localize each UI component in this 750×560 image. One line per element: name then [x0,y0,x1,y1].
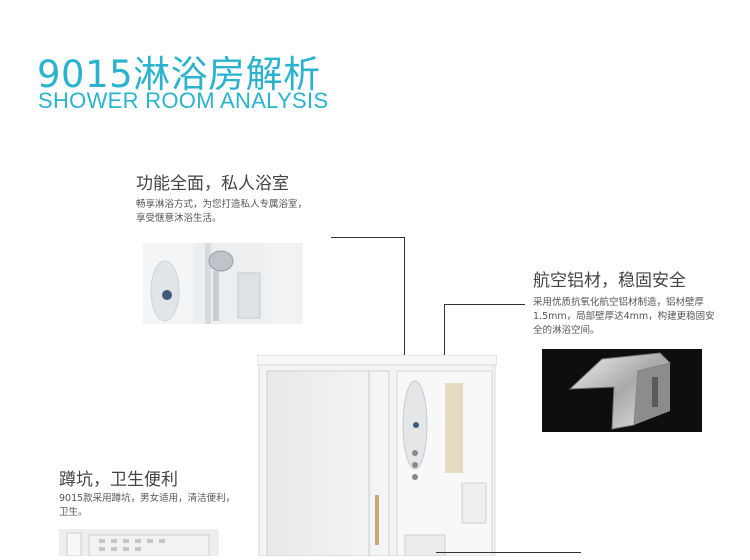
connector-line [444,304,525,305]
desc-line: 采用优质抗氧化航空铝材制造，铝材壁厚 [533,297,705,308]
connector-line [436,552,581,553]
desc-line: 全的淋浴空间。 [533,325,600,336]
feature-title-functions: 功能全面，私人浴室 [136,174,289,194]
shower-room-illustration [256,354,498,557]
feature-desc-functions: 畅享淋浴方式，为您打造私人专属浴室， 享受惬意沐浴生活。 [136,198,346,226]
connector-line [404,237,405,432]
aluminum-profile-illustration [542,349,702,432]
desc-line: 9015款采用蹲坑，男女适用，清洁便利， [59,493,236,504]
connector-line [331,237,405,238]
page-title: 9015淋浴房解析 [37,53,321,96]
squat-toilet-photo [59,529,219,556]
shower-panel-photo [143,243,303,324]
feature-title-toilet: 蹲坑，卫生便利 [59,470,178,490]
feature-desc-aluminum: 采用优质抗氧化航空铝材制造，铝材壁厚 1.5mm，局部壁厚达4mm，构建更稳固安… [533,296,743,338]
feature-title-aluminum: 航空铝材，稳固安全 [533,271,686,291]
shower-room-photo [256,354,498,557]
desc-line: 畅享淋浴方式，为您打造私人专属浴室， [136,199,308,210]
desc-line: 享受惬意沐浴生活。 [136,213,222,224]
desc-line: 卫生。 [59,507,88,518]
desc-line: 1.5mm，局部壁厚达4mm，构建更稳固安 [533,311,715,322]
page-subtitle: SHOWER ROOM ANALYSIS [38,88,329,113]
squat-toilet-illustration [59,529,219,556]
connector-line [444,304,445,370]
aluminum-profile-photo [542,349,702,432]
shower-panel-illustration [143,243,303,324]
feature-desc-toilet: 9015款采用蹲坑，男女适用，清洁便利， 卫生。 [59,492,269,520]
